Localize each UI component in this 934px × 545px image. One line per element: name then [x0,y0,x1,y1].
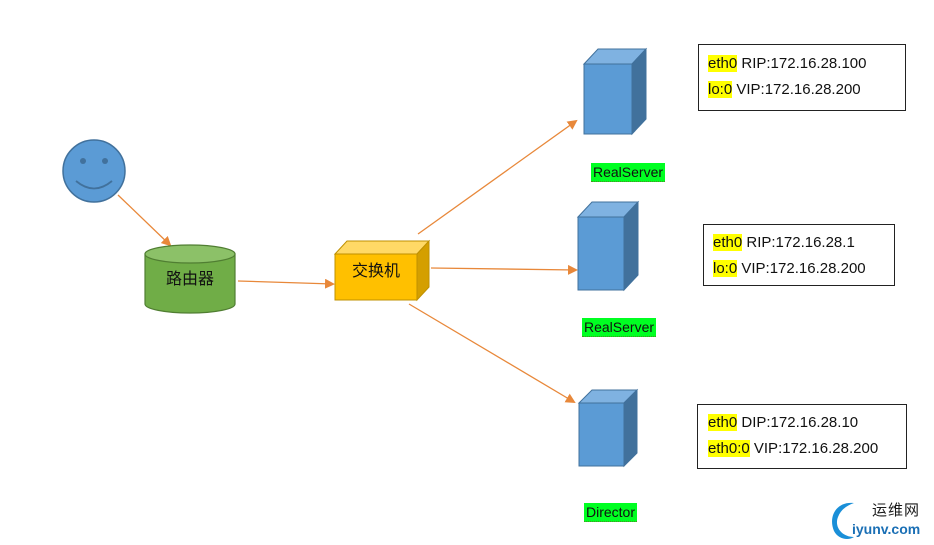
arrow-switch-to-server1 [417,119,578,235]
address-line: eth0 RIP:172.16.28.100 [708,54,866,74]
address-line: eth0 DIP:172.16.28.10 [708,413,858,433]
ip-address: VIP:172.16.28.200 [749,440,879,457]
server-tag-realserver-2: RealServer [582,318,657,337]
router-label: 路由器 [166,269,214,288]
address-box-realserver-1: eth0 RIP:172.16.28.100 lo:0 VIP:172.16.2… [698,44,906,111]
address-line: lo:0 VIP:172.16.28.200 [708,80,861,100]
ip-address: VIP:172.16.28.200 [732,81,861,98]
server-tower-icon [576,200,640,292]
arrow-switch-to-server2 [430,264,578,275]
address-box-director: eth0 DIP:172.16.28.10 eth0:0 VIP:172.16.… [697,404,907,469]
ip-address: RIP:172.16.28.1 [742,234,855,251]
ip-address: VIP:172.16.28.200 [737,260,866,277]
interface-name: lo:0 [708,81,733,98]
ip-address: DIP:172.16.28.10 [737,414,859,431]
watermark-url: iyunv.com [852,521,921,537]
ip-address: RIP:172.16.28.100 [737,55,867,72]
address-line: eth0 RIP:172.16.28.1 [713,233,855,253]
server-tower-icon [582,47,648,136]
arrow-client-to-router [117,194,172,247]
interface-name: eth0 [708,414,738,431]
interface-name: lo:0 [713,260,738,277]
swoosh-icon [832,502,854,539]
server-tower-icon [577,388,639,468]
address-line: lo:0 VIP:172.16.28.200 [713,259,866,279]
cube-icon: 交换机 [333,239,431,302]
connectors [117,119,578,404]
address-box-realserver-2: eth0 RIP:172.16.28.1 lo:0 VIP:172.16.28.… [703,224,895,286]
arrow-switch-to-director [408,303,576,404]
address-line: eth0:0 VIP:172.16.28.200 [708,439,878,459]
interface-name: eth0:0 [708,440,750,457]
watermark-name: 运维网 [872,501,921,519]
arrow-router-to-switch [237,278,335,289]
watermark-logo: 运维网 iyunv.com [826,497,930,541]
interface-name: eth0 [708,55,738,72]
server-tag-director: Director [584,503,638,522]
switch-label: 交换机 [352,261,400,280]
interface-name: eth0 [713,234,743,251]
cylinder-icon: 路由器 [144,244,236,314]
smiley-face-icon [62,139,126,203]
server-tag-realserver-1: RealServer [591,163,666,182]
